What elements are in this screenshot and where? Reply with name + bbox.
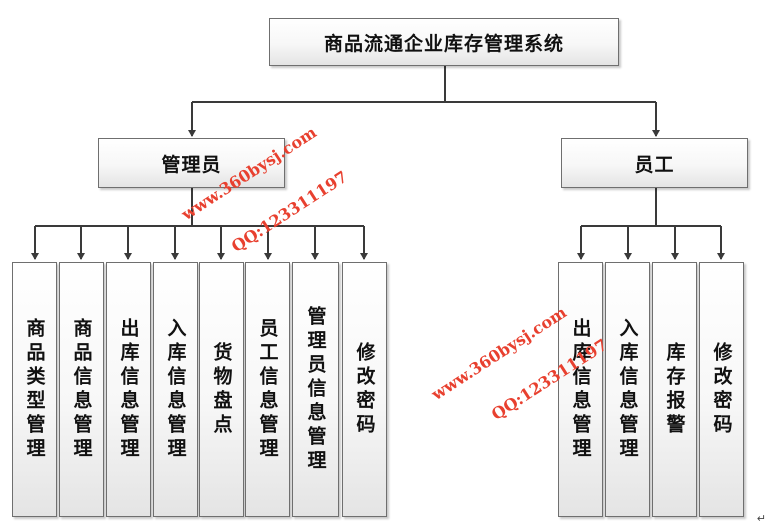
leaf-admin-outbound: 出库信息管理 (106, 262, 151, 517)
branch-label-staff: 员工 (634, 153, 675, 176)
branch-label-admin: 管理员 (161, 153, 222, 176)
leaf-admin-product-type: 商品类型管理 (12, 262, 57, 517)
branch-node-admin: 管理员 (98, 138, 285, 188)
leaf-staff-change-password: 修改密码 (699, 262, 744, 517)
leaf-admin-stocktake: 货物盘点 (199, 262, 244, 517)
leaf-staff-stock-alert: 库存报警 (652, 262, 697, 517)
leaf-admin-staff-info: 员工信息管理 (245, 262, 290, 517)
branch-node-staff: 员工 (561, 138, 748, 188)
leaf-admin-change-password: 修改密码 (342, 262, 387, 517)
leaf-staff-inbound: 入库信息管理 (605, 262, 650, 517)
paragraph-mark: ↵ (756, 512, 766, 525)
root-label: 商品流通企业库存管理系统 (323, 32, 564, 55)
leaf-staff-outbound: 出库信息管理 (558, 262, 603, 517)
leaf-admin-admin-info: 管理员信息管理 (292, 262, 339, 517)
root-node: 商品流通企业库存管理系统 (269, 18, 619, 66)
leaf-admin-product-info: 商品信息管理 (59, 262, 104, 517)
leaf-admin-inbound: 入库信息管理 (153, 262, 198, 517)
